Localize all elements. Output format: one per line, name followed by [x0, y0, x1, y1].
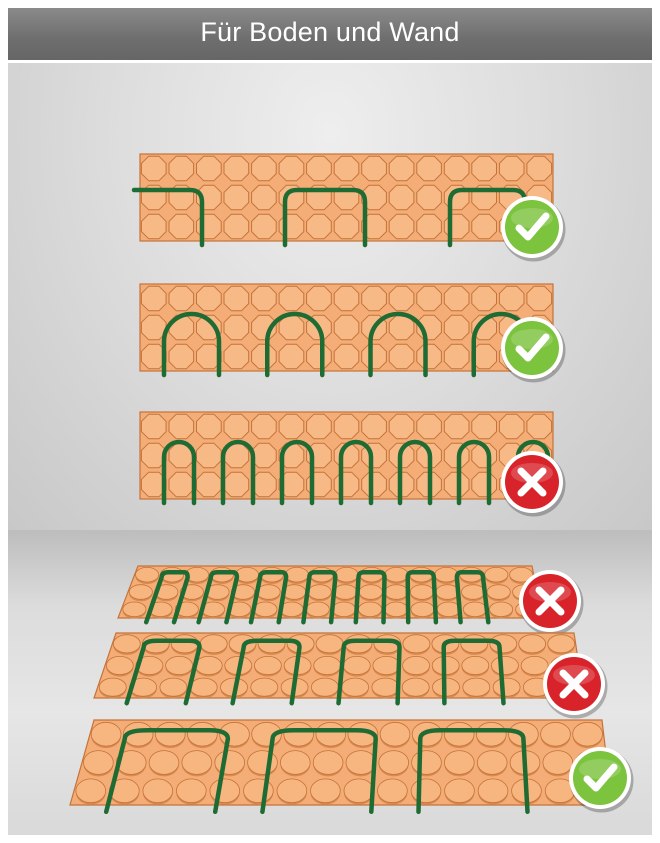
verdict-badge-1 — [501, 196, 566, 262]
verdict-badge-4 — [519, 570, 584, 636]
heating-mat-2 — [140, 284, 553, 371]
diagram-frame: Für Boden und Wand — [8, 8, 652, 835]
verdict-badge-5 — [543, 653, 608, 719]
verdict-badge-2 — [501, 317, 566, 383]
verdict-badge-6 — [569, 747, 634, 813]
heating-mat-6 — [70, 720, 612, 805]
verdict-badge-3 — [501, 451, 566, 517]
installation-illustration — [8, 8, 652, 835]
